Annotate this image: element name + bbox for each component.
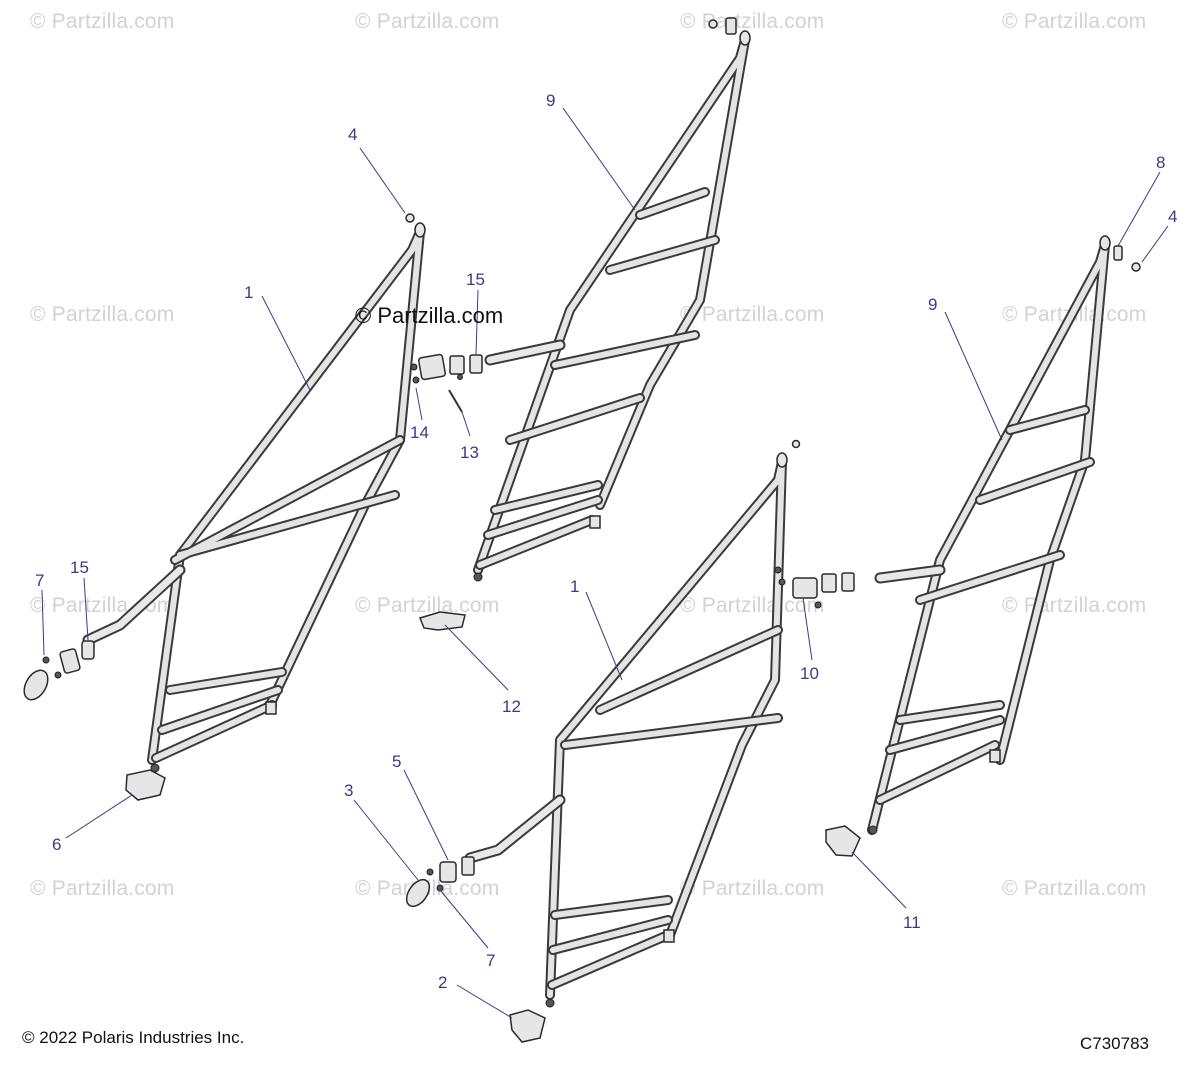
- callout-2: 2: [438, 973, 447, 992]
- watermark: © Partzilla.com: [30, 10, 175, 33]
- callout-12: 12: [502, 697, 521, 716]
- watermark: © Partzilla.com: [355, 10, 500, 33]
- leader-lines: [41, 107, 1169, 1019]
- callout-9: 9: [928, 295, 937, 314]
- callout-14: 14: [410, 423, 429, 442]
- callout-9: 9: [546, 91, 555, 110]
- callout-5: 5: [392, 752, 401, 771]
- diagram-reference: C730783: [1080, 1034, 1150, 1053]
- callout-13: 13: [460, 443, 479, 462]
- callout-1: 1: [244, 283, 253, 302]
- callout-labels: 1 4 9 8 4 9 15 14 13 7 15 6 1 12 10 3 5 …: [35, 91, 1177, 992]
- net-frame-left: [82, 222, 426, 773]
- copyright-text: © 2022 Polaris Industries Inc.: [22, 1028, 245, 1047]
- callout-15: 15: [70, 558, 89, 577]
- callout-6: 6: [52, 835, 61, 854]
- callout-7: 7: [486, 951, 495, 970]
- watermark: © Partzilla.com: [30, 303, 175, 326]
- callout-8: 8: [1156, 153, 1165, 172]
- watermark: © Partzilla.com: [680, 877, 825, 900]
- callout-4: 4: [1168, 207, 1177, 226]
- watermark: © Partzilla.com: [355, 594, 500, 617]
- net-frame-top-center: [473, 30, 751, 582]
- center-watermark: © Partzilla.com: [355, 303, 504, 328]
- watermark: © Partzilla.com: [680, 594, 825, 617]
- callout-15: 15: [466, 270, 485, 289]
- callout-4: 4: [348, 125, 357, 144]
- watermark: © Partzilla.com: [1002, 877, 1147, 900]
- net-frame-right: [867, 235, 1111, 835]
- net-frame-bottom-center: [464, 452, 788, 1008]
- callout-1: 1: [570, 577, 579, 596]
- callout-7: 7: [35, 571, 44, 590]
- watermark: © Partzilla.com: [1002, 10, 1147, 33]
- watermark: © Partzilla.com: [680, 303, 825, 326]
- hardware-parts: [23, 17, 1141, 1043]
- callout-11: 11: [903, 913, 921, 932]
- watermark: © Partzilla.com: [30, 877, 175, 900]
- callout-3: 3: [344, 781, 353, 800]
- callout-10: 10: [800, 664, 819, 683]
